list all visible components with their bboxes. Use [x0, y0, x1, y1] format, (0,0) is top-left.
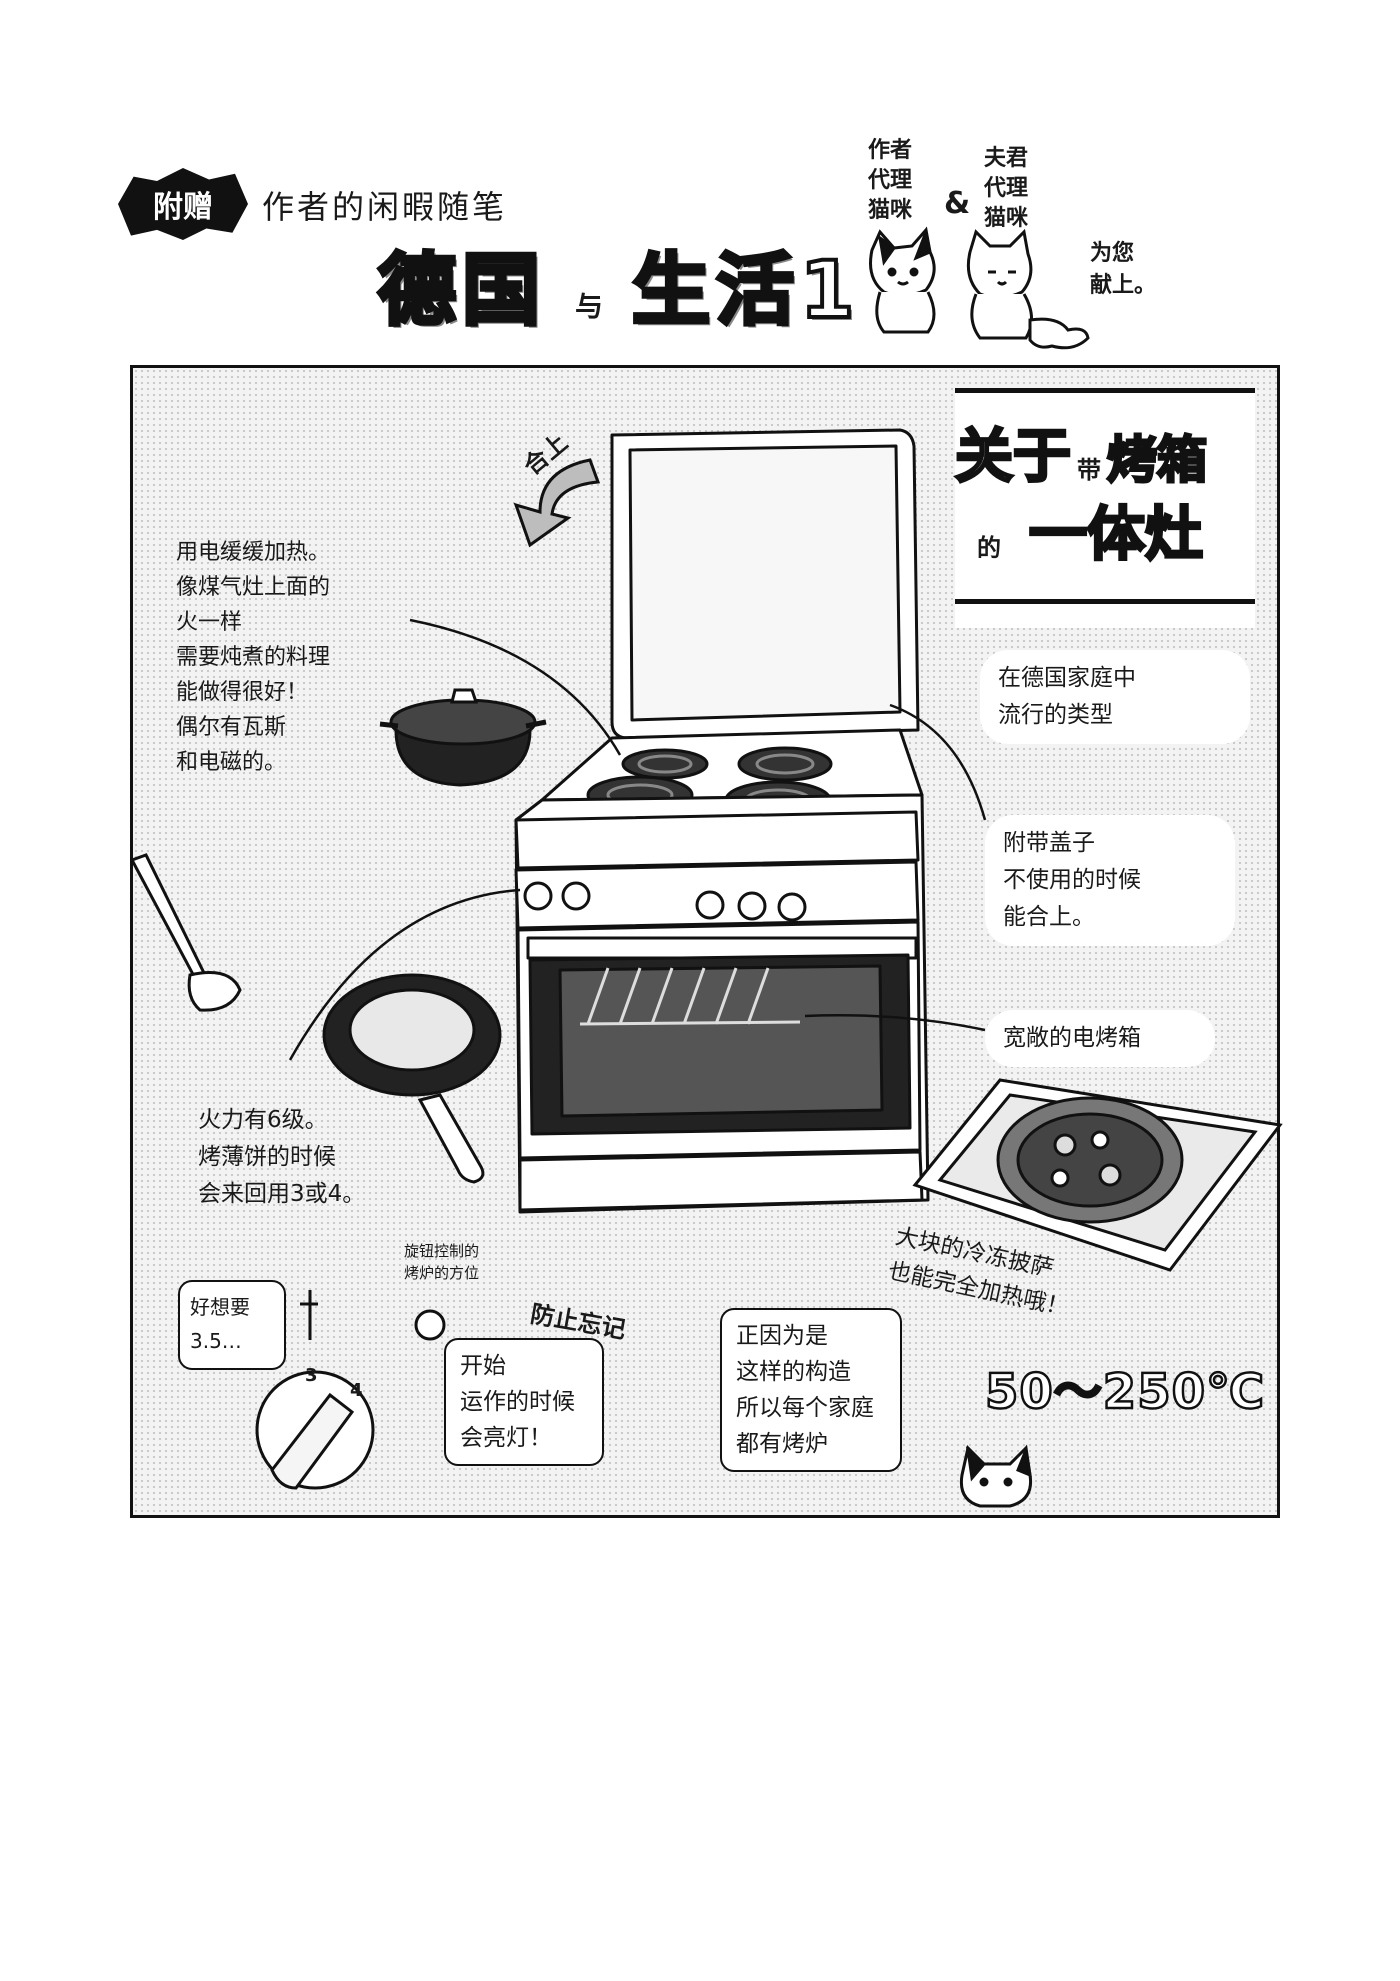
bonus-badge: 附赠 — [118, 168, 248, 240]
note-lid: 附带盖子 不使用的时候 能合上。 — [985, 815, 1235, 946]
subtitle: 作者的闲暇随笔 — [262, 188, 508, 226]
temperature-range: 50～250℃ — [984, 1363, 1266, 1422]
dial-number-3: 3 — [305, 1365, 318, 1386]
topic-line-1: 关于 带 烤箱 — [953, 422, 1208, 490]
husband-cat-icon — [966, 228, 1090, 350]
topic-line-2: 的 一体灶 — [977, 500, 1205, 568]
note-knob-control: 旋钮控制的 烤炉的方位 — [404, 1242, 480, 1282]
note-popular-type: 在德国家庭中 流行的类型 — [980, 650, 1250, 744]
credit-husband: 夫君 代理 猫咪 — [984, 146, 1029, 231]
credit-author: 作者 代理 猫咪 — [868, 138, 913, 223]
ampersand: & — [944, 186, 971, 221]
dedication: 为您 献上。 — [1090, 241, 1157, 298]
topic-rule-bottom — [955, 599, 1255, 604]
title-number: 1 — [798, 246, 861, 336]
author-cat-icon — [869, 226, 936, 334]
bonus-badge-text: 附赠 — [153, 190, 213, 225]
speech-structure: 正因为是 这样的构造 所以每个家庭 都有烤炉 — [720, 1308, 902, 1472]
dial-number-4: 4 — [350, 1380, 363, 1401]
speech-lamp: 开始 运作的时候 会亮灯！ — [444, 1338, 604, 1466]
note-stovetop: 用电缓缓加热。 像煤气灶上面的 火一样 需要炖煮的料理 能做得很好！ 偶尔有瓦斯… — [176, 540, 331, 775]
note-knob-levels: 火力有6级。 烤薄饼的时候 会来回用3或4。 — [198, 1107, 366, 1207]
topic-rule-top — [955, 388, 1255, 393]
title-germany: 德国 — [376, 246, 547, 336]
title-life: 生活 — [630, 246, 801, 336]
topic-title-box: 关于 带 烤箱 的 一体灶 — [953, 388, 1255, 628]
speech-want: 好想要 3.5… — [178, 1280, 286, 1370]
note-oven: 宽敞的电烤箱 — [985, 1010, 1215, 1067]
title-joiner: 与 — [575, 290, 604, 323]
